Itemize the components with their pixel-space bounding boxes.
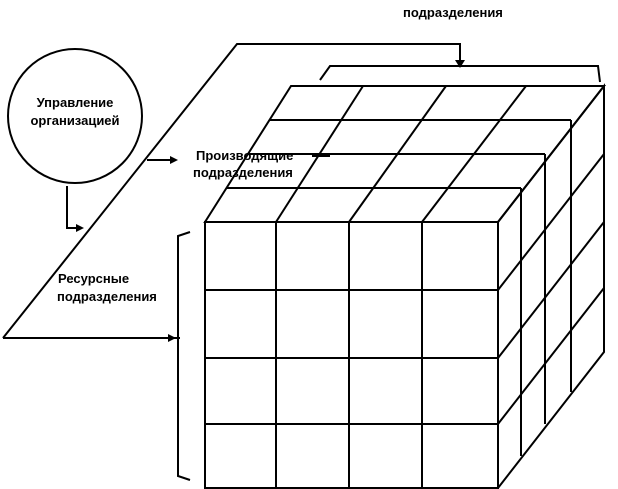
- resource-label-line1: Ресурсные: [58, 271, 129, 286]
- arrow-head-top: [455, 60, 465, 68]
- producing-label-line2: подразделения: [193, 165, 293, 180]
- management-label-line2: организацией: [30, 113, 119, 128]
- management-label-line1: Управление: [37, 95, 114, 110]
- resource-bracket: [3, 231, 191, 481]
- plane-outline: [2, 43, 461, 339]
- producing-label-line1: Производящие: [196, 148, 293, 163]
- resource-label-line2: подразделения: [57, 289, 157, 304]
- management-circle: [7, 48, 143, 184]
- management-arrow: [66, 186, 84, 232]
- cube-front-face: [204, 221, 499, 489]
- top-right-label: подразделения: [403, 5, 503, 20]
- producing-arrow: [147, 156, 178, 164]
- cube-right-face: [497, 83, 605, 489]
- depth-bracket: [319, 65, 601, 83]
